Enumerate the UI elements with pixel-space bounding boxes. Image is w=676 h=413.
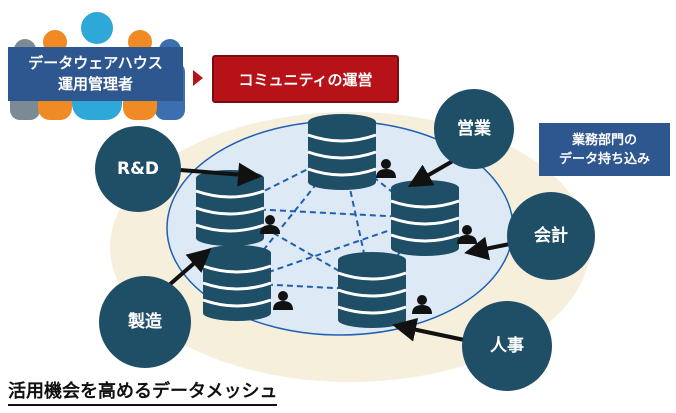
community-management-box: コミュニティの運営: [212, 55, 399, 103]
database-icon-top: [306, 112, 378, 192]
department-note-line2: データ持ち込み: [558, 151, 650, 167]
department-node-manufacturing: [99, 276, 191, 368]
database-icon-right: [389, 178, 461, 258]
department-node-hr: [462, 301, 552, 391]
triangle-right-icon: [193, 70, 203, 86]
department-node-rd: [95, 126, 181, 212]
department-data-note: 業務部門の データ持ち込み: [539, 123, 670, 176]
department-node-sales: [434, 89, 514, 169]
department-label-hr: 人事: [490, 336, 524, 356]
database-icon-bottom-left: [201, 243, 273, 323]
community-management-label: コミュニティの運営: [238, 70, 373, 89]
department-label-sales: 営業: [457, 119, 491, 139]
dwh-admin-line1: データウェアハウス: [28, 54, 163, 72]
dwh-admin-line2: 運用管理者: [57, 75, 133, 93]
database-icon-left: [194, 168, 266, 248]
department-label-manufacturing: 製造: [128, 312, 162, 332]
department-node-accounting: [507, 192, 595, 280]
diagram-caption: 活用機会を高めるデータメッシュ: [8, 380, 278, 406]
dwh-admin-box: データウェアハウス 運用管理者: [8, 47, 183, 101]
database-icon-bottom-right: [336, 250, 408, 330]
department-label-rd: R&D: [116, 159, 160, 179]
department-note-line1: 業務部門の: [571, 132, 637, 148]
department-label-accounting: 会計: [534, 226, 568, 246]
